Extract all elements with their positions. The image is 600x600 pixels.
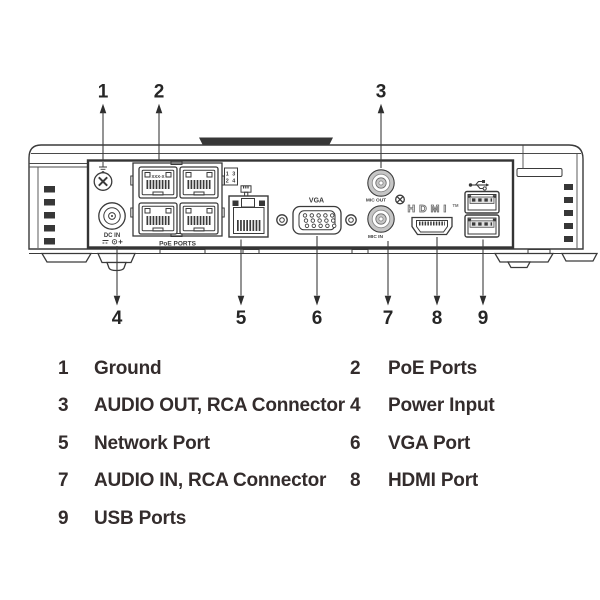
hdmi-logo: HDMI [408, 203, 451, 215]
right-vent-slots [564, 184, 573, 242]
legend-label: HDMI Port [388, 470, 479, 492]
poe-ports-block: XXX-X PoE PORTS [130, 160, 225, 248]
poe-jack-marking: XXX-X [152, 174, 165, 179]
callout-number: 1 [98, 82, 109, 103]
callout-3: 3 [376, 82, 387, 168]
callout-number: 9 [478, 308, 489, 329]
dc-polarity-symbol [102, 239, 123, 245]
legend-label: Ground [94, 357, 162, 379]
mic-in-label: MIC IN [368, 234, 383, 240]
callout-number: 2 [154, 82, 165, 103]
callout-number: 6 [312, 308, 323, 329]
vga-pin-holes [302, 213, 337, 228]
legend-num: 2 [350, 357, 361, 379]
legend-num: 3 [58, 395, 69, 417]
poe-port-map: 1 3 2 4 [224, 167, 238, 186]
poe-ports-label: PoE PORTS [159, 241, 197, 248]
legend-label: VGA Port [388, 432, 471, 454]
legend-num: 1 [58, 357, 69, 379]
dc-in-label: DC IN [104, 233, 120, 239]
panel-screw [395, 194, 405, 205]
port-map-row2: 2 4 [226, 179, 237, 185]
poe-port-2 [139, 203, 177, 234]
legend-num: 6 [350, 432, 361, 454]
callout-6: 6 [312, 236, 323, 329]
vga-screw-left [276, 214, 288, 226]
legend-num: 7 [58, 470, 69, 492]
legend: 1 Ground 2 PoE Ports 3 AUDIO OUT, RCA Co… [0, 350, 600, 538]
legend-num: 4 [350, 395, 361, 417]
usb-port-top [464, 190, 500, 214]
vga-port: VGA [276, 198, 357, 235]
hdmi-tm: TM [453, 203, 460, 208]
callout-4: 4 [112, 246, 123, 329]
callout-2: 2 [154, 82, 165, 161]
hdmi-port: HDMI TM [407, 203, 460, 236]
legend-label: USB Ports [94, 507, 187, 529]
vga-screw-right [345, 214, 357, 226]
callout-number: 7 [383, 308, 394, 329]
legend-label: Network Port [94, 432, 210, 454]
poe-port-4 [180, 203, 218, 234]
legend-label: AUDIO OUT, RCA Connector [94, 395, 345, 417]
callout-8: 8 [432, 237, 443, 329]
vga-label: VGA [309, 198, 324, 205]
side-seam-slot [516, 168, 563, 177]
poe-port-1 [139, 167, 177, 198]
network-port [228, 185, 269, 238]
mic-out-label: MIC OUT [366, 198, 386, 204]
legend-label: PoE Ports [388, 357, 477, 379]
audio-in-rca: MIC IN [367, 205, 395, 240]
legend-label: AUDIO IN, RCA Connector [94, 470, 327, 492]
callout-number: 5 [236, 308, 247, 329]
legend-num: 8 [350, 470, 361, 492]
audio-out-rca: MIC OUT [366, 169, 395, 204]
callout-number: 3 [376, 82, 387, 103]
power-input-connector: DC IN [98, 202, 126, 245]
legend-label: Power Input [388, 395, 495, 417]
left-vent-slots [44, 186, 55, 245]
bottom-feet [40, 249, 599, 272]
legend-num: 5 [58, 432, 69, 454]
legend-num: 9 [58, 507, 69, 529]
callout-9: 9 [478, 239, 489, 329]
device-figure: DC IN XXX-X PoE PORTS 1 3 2 4 [28, 82, 599, 329]
callout-5: 5 [236, 239, 247, 329]
usb-icon [468, 180, 490, 191]
callout-7: 7 [383, 241, 394, 329]
poe-port-3 [180, 167, 218, 198]
top-ridge [199, 137, 333, 145]
callout-number: 4 [112, 308, 123, 329]
ground-screw [93, 162, 113, 191]
callout-number: 8 [432, 308, 443, 329]
callout-1: 1 [98, 82, 109, 160]
usb-port-bottom [464, 214, 500, 238]
port-map-row1: 1 3 [226, 171, 237, 177]
